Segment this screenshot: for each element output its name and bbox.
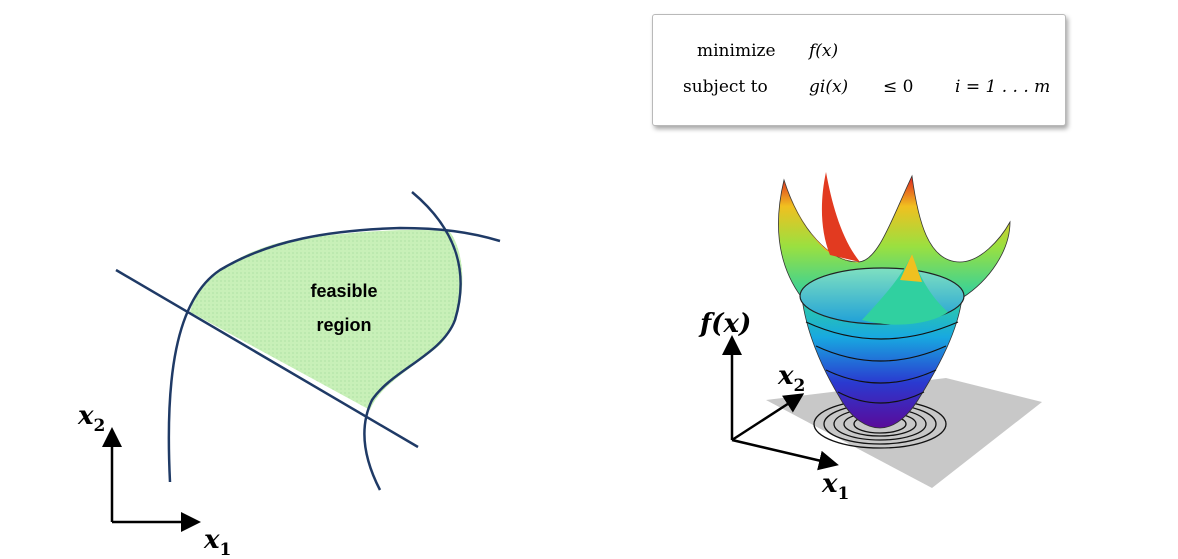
x2-axis-3d bbox=[731, 393, 805, 442]
f-axis-label: f(x) bbox=[698, 309, 751, 339]
region-label-line2: region bbox=[316, 315, 371, 335]
constraint-curve-b bbox=[363, 191, 462, 491]
surface-contour bbox=[815, 345, 947, 362]
constraint-index-range: i = 1 . . . m bbox=[955, 77, 1051, 97]
objective-function: f(x) bbox=[809, 41, 839, 61]
surface-left-peak-tip bbox=[821, 172, 860, 262]
surface-front-peak bbox=[862, 254, 948, 325]
problem-statement-box: minimize f(x) subject to gi(x) ≤ 0 i = 1… bbox=[652, 14, 1066, 126]
region-label-line1: feasible bbox=[310, 281, 377, 301]
constraint-function: gi(x) bbox=[809, 77, 848, 97]
surface-front-peak-tip bbox=[900, 254, 922, 282]
objective-surface-diagram: f(x) x1 x2 bbox=[698, 172, 1042, 504]
minimize-keyword: minimize bbox=[697, 41, 776, 61]
constraint-function-text: gi(x) bbox=[809, 77, 849, 97]
constraint-inequality: ≤ 0 bbox=[883, 77, 914, 97]
x1-3d-axis-label: x1 bbox=[821, 469, 849, 504]
constraint-curve-a bbox=[167, 226, 501, 483]
x2-axis-label: x2 bbox=[77, 401, 105, 436]
x1-axis-3d bbox=[731, 438, 839, 471]
surface-contour bbox=[805, 321, 959, 340]
feasible-region-diagram: feasible region x1 x2 bbox=[77, 191, 501, 559]
surface-contour bbox=[825, 369, 937, 384]
subject-to-keyword: subject to bbox=[683, 77, 768, 97]
constraint-line bbox=[115, 268, 419, 449]
x1-axis-label: x1 bbox=[203, 525, 231, 559]
feasible-region bbox=[190, 229, 463, 410]
x2-3d-axis-label: x2 bbox=[777, 361, 805, 396]
surface-contour bbox=[837, 391, 925, 404]
surface-contours bbox=[805, 321, 959, 404]
